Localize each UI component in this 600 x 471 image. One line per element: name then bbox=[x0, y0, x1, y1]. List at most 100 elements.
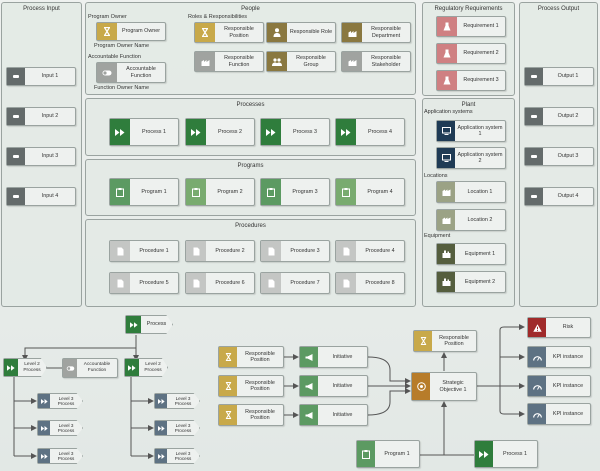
initiative-box[interactable]: Initiative bbox=[299, 375, 368, 397]
output-tile bbox=[525, 188, 543, 205]
flow-position-box[interactable]: Responsible Position bbox=[218, 375, 284, 397]
flow-process-box[interactable]: Process 1 bbox=[474, 440, 538, 468]
process-chevron-box[interactable]: Process bbox=[125, 315, 173, 334]
equipment-box[interactable]: Equipment 2 bbox=[436, 271, 506, 293]
process-box[interactable]: Process 2 bbox=[185, 118, 255, 146]
role-box-responsible-department[interactable]: Responsible Department bbox=[341, 22, 411, 43]
kpi-tile bbox=[528, 347, 546, 367]
program-label: Program 1 bbox=[141, 188, 167, 195]
output-box[interactable]: Output 3 bbox=[524, 147, 594, 166]
level3-process-box[interactable]: Level 3 Process bbox=[154, 393, 200, 409]
strategic-objective-tile bbox=[412, 373, 430, 400]
procedure-label: Procedure 2 bbox=[215, 247, 245, 254]
program-box[interactable]: Program 4 bbox=[335, 178, 405, 206]
program-label: Program 3 bbox=[292, 188, 318, 195]
program-box[interactable]: Program 3 bbox=[260, 178, 330, 206]
requirement-box[interactable]: Requirement 1 bbox=[436, 16, 506, 37]
initiative-box[interactable]: Initiative bbox=[299, 346, 368, 368]
fast-forward-icon bbox=[157, 453, 165, 459]
procedure-box[interactable]: Procedure 7 bbox=[260, 272, 330, 294]
process-box[interactable]: Process 3 bbox=[260, 118, 330, 146]
process-tile bbox=[186, 119, 206, 145]
level2-process-box[interactable]: Level 2 Process bbox=[124, 358, 168, 377]
output-box[interactable]: Output 1 bbox=[524, 67, 594, 86]
dash-icon bbox=[13, 195, 19, 198]
building-icon bbox=[348, 30, 356, 37]
strategic-objective-box[interactable]: Strategic Objective 1 bbox=[411, 372, 477, 401]
procedure-label: Procedure 6 bbox=[215, 279, 245, 286]
location-tile bbox=[437, 210, 455, 230]
document-icon bbox=[268, 279, 274, 287]
procedure-tile bbox=[336, 273, 356, 293]
document-icon bbox=[117, 279, 123, 287]
procedure-box[interactable]: Procedure 5 bbox=[109, 272, 179, 294]
kpi-box[interactable]: KPI instance bbox=[527, 346, 591, 368]
initiative-box[interactable]: Initiative bbox=[299, 404, 368, 426]
level3-process-box[interactable]: Level 3 Process bbox=[154, 420, 200, 436]
role-box-responsible-position[interactable]: Responsible Position bbox=[194, 22, 264, 43]
output-box[interactable]: Output 4 bbox=[524, 187, 594, 206]
level3-process-box[interactable]: Level 3 Process bbox=[37, 393, 83, 409]
level3-process-box[interactable]: Level 3 Process bbox=[154, 448, 200, 464]
equipment-box[interactable]: Equipment 1 bbox=[436, 243, 506, 265]
procedure-tile bbox=[186, 273, 206, 293]
program-label: Program 2 bbox=[217, 188, 243, 195]
process-chevron-tile bbox=[126, 316, 141, 333]
flow-position-box[interactable]: Responsible Position bbox=[218, 404, 284, 426]
objective-position-box[interactable]: Responsible Position bbox=[413, 330, 477, 352]
input-box[interactable]: Input 1 bbox=[6, 67, 76, 86]
initiative-tile bbox=[300, 376, 318, 396]
procedure-box[interactable]: Procedure 6 bbox=[185, 272, 255, 294]
hourglass-icon bbox=[103, 27, 111, 36]
procedure-label: Procedure 5 bbox=[139, 279, 169, 286]
kpi-box[interactable]: KPI instance bbox=[527, 375, 591, 397]
level3-process-box[interactable]: Level 3 Process bbox=[37, 448, 83, 464]
program-owner-box[interactable]: Program Owner bbox=[96, 22, 166, 41]
procedure-label: Procedure 1 bbox=[139, 247, 169, 254]
flow-process-tile bbox=[475, 441, 493, 467]
initiative-tile bbox=[300, 405, 318, 425]
dash-icon bbox=[13, 155, 19, 158]
program-box[interactable]: Program 2 bbox=[185, 178, 255, 206]
flow-program-box[interactable]: Program 1 bbox=[356, 440, 420, 468]
procedure-box[interactable]: Procedure 8 bbox=[335, 272, 405, 294]
input-box[interactable]: Input 3 bbox=[6, 147, 76, 166]
fast-forward-icon bbox=[191, 128, 201, 136]
application-system-box[interactable]: Application system 2 bbox=[436, 147, 506, 169]
procedure-box[interactable]: Procedure 2 bbox=[185, 240, 255, 262]
flow-position-box[interactable]: Responsible Position bbox=[218, 346, 284, 368]
dash-icon bbox=[531, 75, 537, 78]
role-box-responsible-group[interactable]: Responsible Group bbox=[266, 51, 336, 72]
application-system-label: Application system 1 bbox=[457, 124, 503, 137]
requirement-tile bbox=[437, 44, 457, 63]
process-box[interactable]: Process 4 bbox=[335, 118, 405, 146]
program-tile bbox=[336, 179, 356, 205]
level2-accountable-function-tile bbox=[63, 359, 77, 377]
risk-box[interactable]: Risk bbox=[527, 317, 591, 338]
program-box[interactable]: Program 1 bbox=[109, 178, 179, 206]
input-box[interactable]: Input 2 bbox=[6, 107, 76, 126]
requirement-box[interactable]: Requirement 3 bbox=[436, 70, 506, 91]
objective-position-tile bbox=[414, 331, 432, 351]
procedure-box[interactable]: Procedure 4 bbox=[335, 240, 405, 262]
level3-process-box[interactable]: Level 3 Process bbox=[37, 420, 83, 436]
location-box[interactable]: Location 1 bbox=[436, 181, 506, 203]
role-box-responsible-stakeholder[interactable]: Responsible Stakeholder bbox=[341, 51, 411, 72]
output-box[interactable]: Output 2 bbox=[524, 107, 594, 126]
requirement-box[interactable]: Requirement 2 bbox=[436, 43, 506, 64]
accountable-function-box[interactable]: Accountable Function bbox=[96, 62, 166, 83]
level3-process-tile bbox=[155, 394, 167, 408]
process-box[interactable]: Process 1 bbox=[109, 118, 179, 146]
role-box-responsible-function[interactable]: Responsible Function bbox=[194, 51, 264, 72]
application-system-label: Application system 2 bbox=[457, 151, 503, 164]
location-box[interactable]: Location 2 bbox=[436, 209, 506, 231]
clipboard-icon bbox=[342, 187, 350, 197]
procedure-box[interactable]: Procedure 1 bbox=[109, 240, 179, 262]
input-box[interactable]: Input 4 bbox=[6, 187, 76, 206]
role-box-responsible-role[interactable]: Responsible Role bbox=[266, 22, 336, 43]
level2-accountable-function-box[interactable]: Accountable Function bbox=[62, 358, 118, 378]
application-system-box[interactable]: Application system 1 bbox=[436, 120, 506, 142]
level2-process-box[interactable]: Level 2 Process bbox=[3, 358, 47, 377]
kpi-box[interactable]: KPI instance bbox=[527, 403, 591, 425]
procedure-box[interactable]: Procedure 3 bbox=[260, 240, 330, 262]
